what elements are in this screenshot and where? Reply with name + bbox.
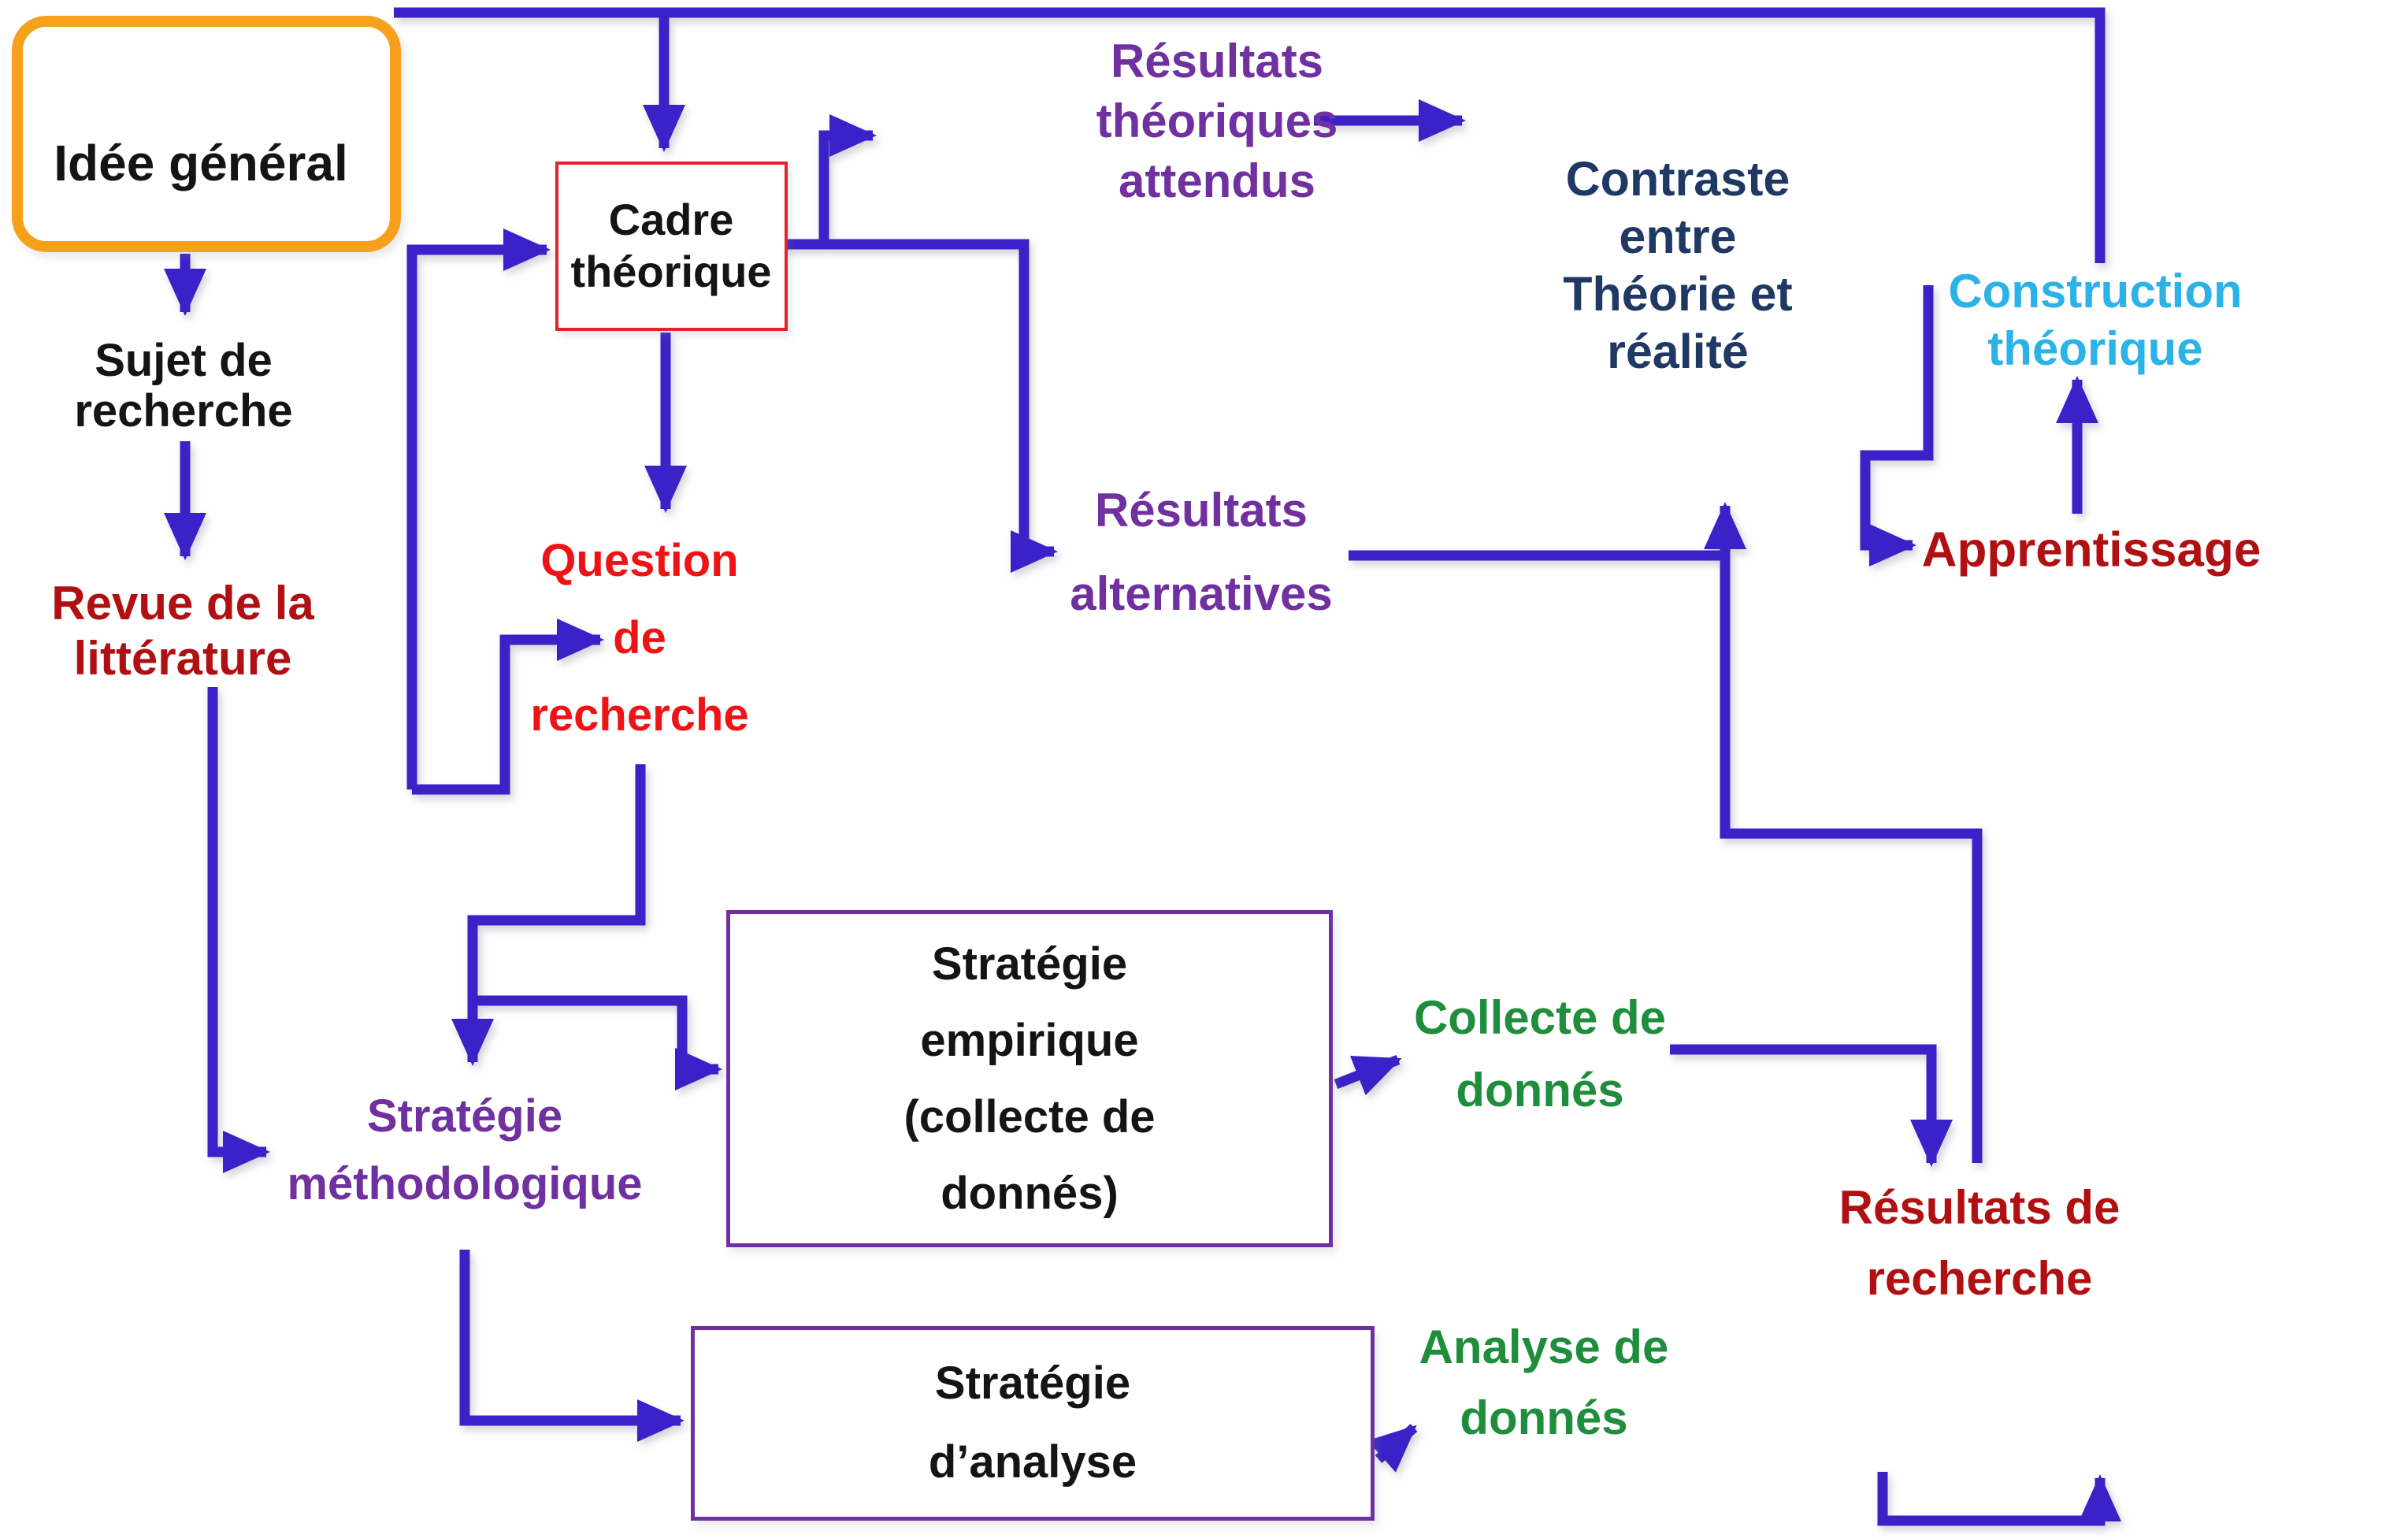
node-revue-litterature: Revue de la littérature: [51, 576, 314, 686]
node-resultats-alternatives: Résultats alternatives: [1070, 469, 1333, 636]
node-label: recherche: [74, 385, 293, 437]
node-label: méthodologique: [287, 1158, 643, 1209]
node-strategie-analyse: Stratégie d’analyse: [929, 1344, 1137, 1502]
node-label: littérature: [73, 632, 292, 685]
node-strategie-methodologique: Stratégie méthodologique: [287, 1083, 642, 1218]
edge-revue_litterature-cadre_theorique: [406, 228, 551, 789]
node-label: Idée général: [54, 135, 348, 191]
node-label: donnés): [941, 1168, 1119, 1219]
edge-cadre_theorique-resultats_theoriques: [783, 114, 877, 250]
node-label: donnés: [1460, 1391, 1628, 1444]
node-contraste-theorie-realite: Contraste entre Théorie et réalité: [1563, 150, 1793, 381]
strategie-analyse-box: [691, 1326, 1375, 1521]
node-label: Revue de la: [51, 577, 314, 630]
node-label: de: [613, 612, 666, 663]
node-label: Stratégie: [934, 1358, 1131, 1409]
node-label: alternatives: [1070, 567, 1333, 620]
node-label: Stratégie: [931, 938, 1128, 990]
node-label: attendus: [1118, 154, 1316, 207]
node-apprentissage: Apprentissage: [1922, 522, 2261, 578]
edge-collecte_donnees-resultats_recherche: [1670, 1044, 1953, 1167]
node-resultats-de-recherche: Résultats de recherche: [1839, 1172, 2120, 1314]
edge-question_recherche-strategie_empirique: [473, 995, 722, 1090]
node-resultats-theoriques-attendus: Résultats théoriques attendus: [1096, 32, 1338, 211]
edge-contraste-apprentissage: [1860, 285, 1934, 567]
node-label: Construction: [1948, 265, 2243, 318]
strategie-empirique-box: [726, 910, 1333, 1247]
edge-strategie_analyse-analyse_donnees: [1367, 1424, 1418, 1473]
node-label: Analyse de: [1419, 1321, 1669, 1373]
node-construction-theorique: Construction théorique: [1948, 262, 2242, 377]
edge-question_recherche-strategie_methodologique: [451, 764, 646, 1066]
node-label: donnés: [1456, 1064, 1624, 1116]
node-label: empirique: [920, 1015, 1139, 1066]
node-question-de-recherche: Question de recherche: [530, 522, 748, 754]
node-label: Question: [540, 535, 739, 586]
edge-construction_theorique-cadre_theorique: [394, 7, 2106, 263]
node-label: Théorie et: [1563, 267, 1793, 321]
edge-cadre_theorique-resultats_alternatives: [783, 239, 1058, 573]
edge-revue_litterature-question_recherche: [412, 619, 604, 795]
node-label: d’analyse: [928, 1436, 1137, 1488]
node-label: théorique: [1987, 322, 2203, 375]
node-label: Résultats: [1110, 35, 1324, 87]
node-collecte-de-donnees: Collecte de donnés: [1414, 982, 1666, 1127]
node-label: théorique: [570, 247, 772, 296]
node-label: entre: [1619, 210, 1737, 263]
node-analyse-de-donnees: Analyse de donnés: [1419, 1312, 1669, 1454]
node-label: (collecte de: [903, 1091, 1156, 1142]
node-label: Contraste: [1565, 152, 1790, 206]
node-cadre-theorique: Cadre théorique: [570, 194, 771, 298]
node-sujet-de-recherche: Sujet de recherche: [74, 336, 292, 437]
edge-analyse_donnees-resultats_recherche: [1877, 1472, 2121, 1526]
node-label: Sujet de: [95, 335, 273, 386]
node-idee-general: Idée général: [54, 134, 348, 192]
node-label: Collecte de: [1413, 991, 1667, 1044]
node-label: Apprentissage: [1921, 522, 2261, 578]
node-label: Stratégie: [366, 1090, 563, 1142]
node-label: recherche: [530, 689, 749, 741]
node-strategie-empirique: Stratégie empirique (collecte de donnés): [903, 926, 1155, 1232]
cadre-theorique-box: [555, 162, 788, 331]
node-label: Résultats: [1094, 484, 1308, 537]
edge-strategie_empirique-collecte_donnees: [1334, 1054, 1402, 1096]
edge-strategie_methodologique-strategie_analyse: [459, 1250, 685, 1442]
node-label: théoriques: [1096, 95, 1338, 147]
idee-general-box: [12, 16, 401, 252]
node-label: Résultats de: [1838, 1181, 2120, 1234]
edge-resultats_recherche-contraste: [1704, 502, 1983, 1163]
node-label: Cadre: [608, 195, 734, 244]
edge-revue_litterature-strategie_methodologique: [207, 687, 270, 1173]
node-label: recherche: [1866, 1252, 2093, 1305]
node-label: réalité: [1607, 325, 1749, 378]
